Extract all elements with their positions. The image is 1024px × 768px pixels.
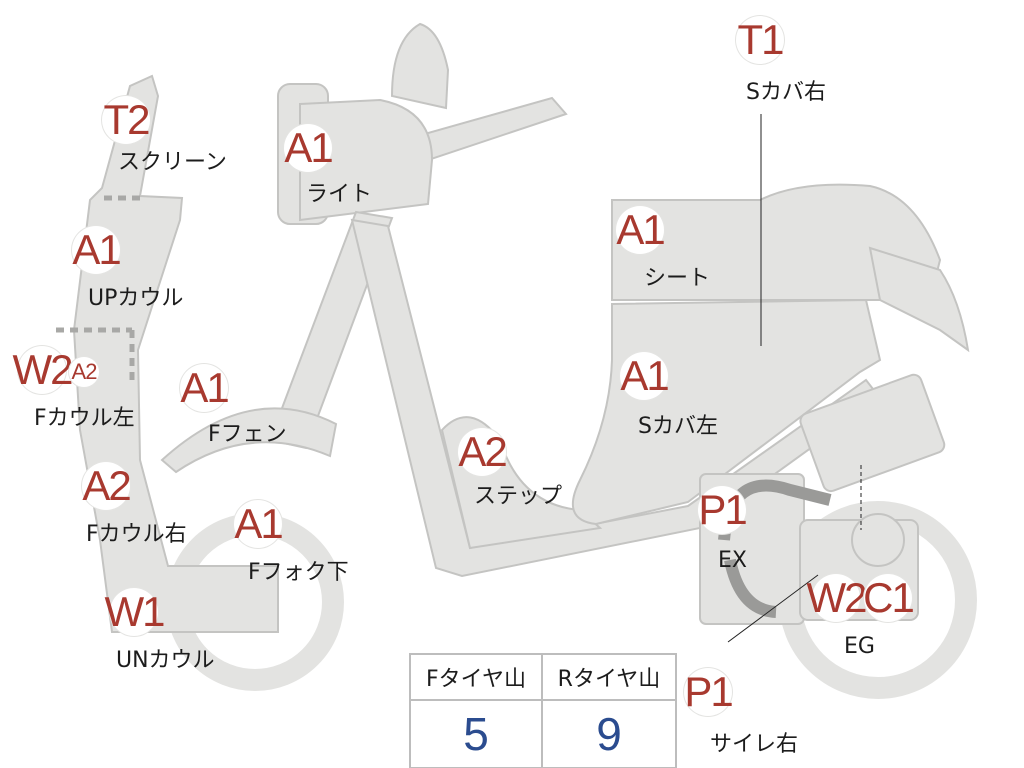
up-cowl-badge: A1 <box>72 226 122 274</box>
s-cover-left-badge: A1 <box>620 352 670 400</box>
step-badge: A2 <box>458 428 508 476</box>
headlight <box>299 98 434 222</box>
rear-hub <box>851 513 905 567</box>
seat <box>611 183 942 301</box>
f-cowl-right-badge: A2 <box>82 462 132 510</box>
eg-label: EG <box>844 634 875 659</box>
front-fender <box>160 407 338 474</box>
s-cover-right-label: Sカバ右 <box>746 80 826 105</box>
ex-label: EX <box>718 548 747 573</box>
f-fork-badge: A1 <box>234 500 284 548</box>
muffler-right-label: サイレ右 <box>710 732 799 757</box>
rear-tire-value: 9 <box>596 708 622 760</box>
screen-badge: T2 <box>102 96 151 144</box>
light-label: ライト <box>306 182 373 207</box>
leader-muffler-right <box>727 574 819 643</box>
f-fork-label: Fフォク下 <box>248 560 349 585</box>
front-tire-value: 5 <box>411 701 543 767</box>
eg-badge: W2 <box>806 574 868 622</box>
light-badge: A1 <box>284 124 334 172</box>
seat-badge: A1 <box>616 206 666 254</box>
muffler-right-badge: P1 <box>684 668 734 716</box>
s-cover-left-label: Sカバ左 <box>638 414 718 439</box>
f-cowl-left-badge: W2 <box>12 346 74 394</box>
seat-label: シート <box>644 266 711 291</box>
ex-badge: P1 <box>698 486 748 534</box>
f-cowl-left-label: Fカウル左 <box>34 406 135 431</box>
screen-label: スクリーン <box>118 150 227 175</box>
rear-shock <box>799 373 946 493</box>
step-label: ステップ <box>474 484 563 509</box>
f-fender-label: Fフェン <box>208 422 287 447</box>
un-cowl-label: UNカウル <box>116 648 215 673</box>
mirror <box>390 22 450 110</box>
f-cowl-left-badge-2: A2 <box>69 357 99 387</box>
eg-badge-2: C1 <box>863 574 915 622</box>
front-tire-header: Fタイヤ山 <box>411 655 543 701</box>
tire-tread-table: Fタイヤ山 Rタイヤ山 5 9 <box>409 653 677 768</box>
s-cover-right-badge: T1 <box>736 16 785 64</box>
un-cowl-badge: W1 <box>104 588 166 636</box>
f-cowl-right-label: Fカウル右 <box>86 522 187 547</box>
rear-tire-header: Rタイヤ山 <box>543 655 675 701</box>
f-fender-badge: A1 <box>180 364 230 412</box>
tail <box>868 246 970 353</box>
up-cowl-label: UPカウル <box>88 286 184 311</box>
